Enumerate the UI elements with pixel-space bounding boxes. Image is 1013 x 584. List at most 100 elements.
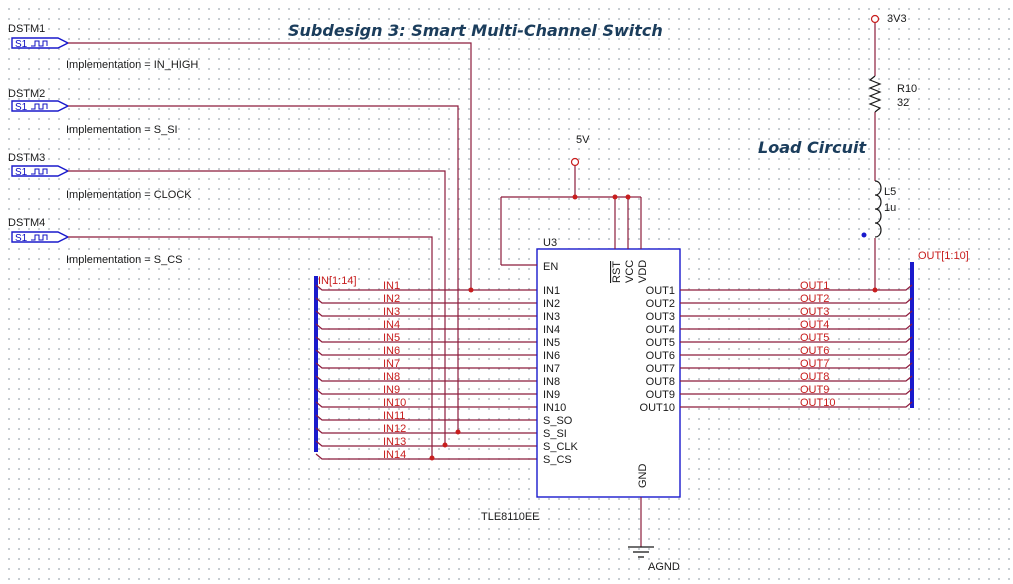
resistor-value: 32 — [897, 97, 909, 109]
output-bus-entry-wire[interactable] — [680, 323, 913, 330]
wire-dstm3[interactable] — [68, 170, 446, 445]
stimulus-symbol-icon — [11, 37, 70, 49]
wire-dstm1[interactable] — [68, 42, 472, 290]
chip-pin-left: IN1 — [543, 285, 560, 297]
bus-entry-wire[interactable] — [315, 310, 537, 317]
inductor-icon[interactable] — [874, 180, 882, 238]
input-net-label: IN9 — [383, 384, 400, 396]
chip-u3-body[interactable] — [536, 248, 681, 498]
resistor-ref: R10 — [897, 83, 917, 95]
stimulus-dstm2[interactable]: DSTM2 S1 Implementation = S_SI — [8, 88, 178, 136]
bus-entry-wire[interactable] — [315, 375, 537, 382]
input-net-label: IN4 — [383, 319, 400, 331]
output-bus-entry-wire[interactable] — [680, 310, 913, 317]
input-net-label: IN8 — [383, 371, 400, 383]
stimulus-symbol-label: S1 — [15, 39, 28, 50]
chip-pin-right: OUT1 — [646, 285, 675, 297]
chip-pin-right: OUT4 — [646, 324, 675, 336]
chip-pin-vcc: VCC — [624, 260, 636, 283]
output-net-label: OUT7 — [800, 358, 829, 370]
power-3v3-label: 3V3 — [887, 13, 907, 25]
output-net-label: OUT9 — [800, 384, 829, 396]
chip-part: TLE8110EE — [481, 511, 540, 523]
output-bus-entry-wire[interactable] — [680, 401, 913, 408]
output-bus-entry-wire[interactable] — [680, 349, 913, 356]
output-bus-entry-wire[interactable] — [680, 297, 913, 304]
bus-entry-wire[interactable] — [315, 362, 537, 369]
stimulus-dstm4[interactable]: DSTM4 S1 Implementation = S_CS — [8, 217, 182, 266]
output-net-label: OUT4 — [800, 319, 829, 331]
chip-pin-right: OUT8 — [646, 376, 675, 388]
chip-pin-left: IN9 — [543, 389, 560, 401]
bus-entry-wire[interactable] — [315, 427, 537, 434]
chip-pin-right: OUT9 — [646, 389, 675, 401]
chip-pin-left: S_SI — [543, 428, 567, 440]
chip-pin-left: IN7 — [543, 363, 560, 375]
output-net-label: OUT10 — [800, 397, 835, 409]
chip-pin-right: OUT2 — [646, 298, 675, 310]
inductor-value: 1u — [884, 202, 896, 214]
chip-pin-en: EN — [543, 261, 558, 273]
input-net-label: IN6 — [383, 345, 400, 357]
stimulus-dstm3[interactable]: DSTM3 S1 Implementation = CLOCK — [8, 152, 192, 201]
input-net-label: IN10 — [383, 397, 406, 409]
input-net-label: IN14 — [383, 449, 406, 461]
output-net-label: OUT6 — [800, 345, 829, 357]
output-bus-entry-wire[interactable] — [680, 375, 913, 382]
chip-pin-rst: RST — [611, 261, 623, 283]
junction-dot — [625, 194, 631, 200]
output-bus-entry-wire[interactable] — [680, 336, 913, 343]
junction-dot — [612, 194, 618, 200]
pulse-icon — [31, 103, 48, 110]
chip-pin-left: IN8 — [543, 376, 560, 388]
bus-entry-wire[interactable] — [315, 453, 537, 460]
stimulus-name: DSTM2 — [8, 88, 45, 100]
input-bus-entries: IN1IN2IN3IN4IN5IN6IN7IN8IN9IN10IN11IN12I… — [315, 280, 537, 461]
chip-pin-left: IN3 — [543, 311, 560, 323]
bus-entry-wire[interactable] — [315, 414, 537, 421]
bus-entry-wire[interactable] — [315, 323, 537, 330]
input-net-label: IN2 — [383, 293, 400, 305]
chip-pin-right: OUT3 — [646, 311, 675, 323]
wire-dstm4[interactable] — [68, 236, 433, 458]
junction-dot — [442, 442, 448, 448]
input-net-label: IN13 — [383, 436, 406, 448]
output-bus-label: OUT[1:10] — [918, 250, 969, 262]
bus-entry-wire[interactable] — [315, 440, 537, 447]
bus-entry-wire[interactable] — [315, 336, 537, 343]
inductor-polarity-dot — [861, 232, 867, 238]
input-net-label: IN1 — [383, 280, 400, 292]
bus-entry-wire[interactable] — [315, 297, 537, 304]
bus-entry-wire[interactable] — [315, 388, 537, 395]
output-net-label: OUT8 — [800, 371, 829, 383]
output-bus-entry-wire[interactable] — [680, 362, 913, 369]
wire-dstm2[interactable] — [68, 105, 459, 432]
input-net-label: IN11 — [383, 410, 405, 422]
output-bus-entry-wire[interactable] — [680, 388, 913, 395]
chip-pin-left: S_CLK — [543, 441, 579, 453]
output-bus-entry-wire[interactable] — [680, 284, 913, 291]
stimulus-symbol-icon — [11, 100, 70, 112]
design-title: Subdesign 3: Smart Multi-Channel Switch — [288, 21, 663, 40]
bus-entry-wire[interactable] — [315, 284, 537, 291]
bus-entry-wire[interactable] — [315, 401, 537, 408]
stimulus-implementation: Implementation = IN_HIGH — [66, 59, 198, 71]
pulse-icon — [31, 40, 48, 47]
output-net-label: OUT5 — [800, 332, 829, 344]
resistor-icon[interactable] — [868, 75, 882, 113]
chip-ref: U3 — [543, 237, 557, 249]
bus-entry-wire[interactable] — [315, 349, 537, 356]
ground-icon — [628, 546, 654, 558]
input-net-label: IN7 — [383, 358, 400, 370]
inductor-ref: L5 — [884, 186, 896, 198]
junction-dot — [468, 287, 474, 293]
input-net-label: IN3 — [383, 306, 400, 318]
input-net-label: IN12 — [383, 423, 406, 435]
junction-dot — [429, 455, 435, 461]
pulse-icon — [31, 234, 48, 241]
chip-pin-left: IN2 — [543, 298, 560, 310]
input-net-label: IN5 — [383, 332, 400, 344]
stimulus-dstm1[interactable]: DSTM1 S1 Implementation = IN_HIGH — [8, 23, 198, 71]
power-3v3-icon — [870, 14, 880, 24]
